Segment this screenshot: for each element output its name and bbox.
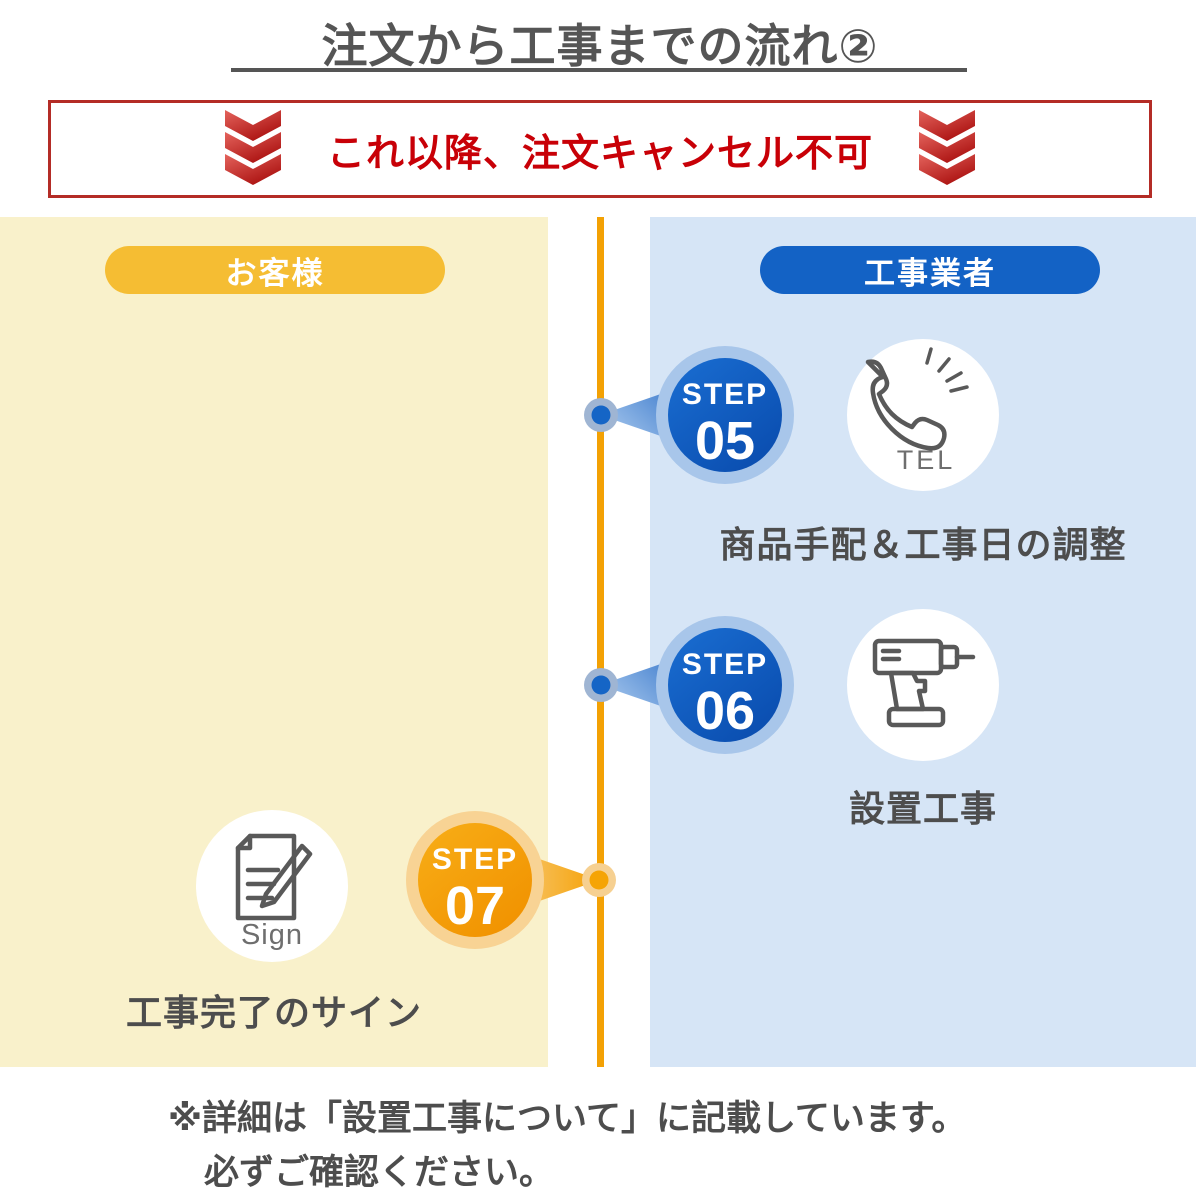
step-05-circle (668, 358, 782, 472)
step-07-word: STEP (432, 843, 518, 876)
step-05-number: 05 (695, 411, 755, 471)
step-05-caption: 商品手配＆工事日の調整 (719, 524, 1127, 565)
phone-tel-icon: TEL (847, 339, 999, 491)
footnote-line-2: 必ずご確認ください。 (204, 1153, 555, 1193)
step-05-marker: STEP 05 (584, 346, 794, 484)
page-title: 注文から工事までの流れ② (321, 20, 879, 72)
step-07-marker: STEP 07 (406, 811, 616, 949)
cancel-warning-banner: これ以降、注文キャンセル不可 (48, 100, 1152, 198)
step-07-number: 07 (445, 876, 505, 936)
tel-label: TEL (897, 445, 956, 475)
step-06-caption: 設置工事 (848, 788, 997, 829)
sign-label: Sign (241, 919, 303, 951)
step-06-marker: STEP 06 (584, 616, 794, 754)
contractor-label: 工事業者 (864, 255, 996, 291)
triple-chevron-down-icon (919, 110, 975, 185)
title-underline (231, 68, 967, 72)
footnote-line-1: ※詳細は「設置工事について」に記載しています。 (168, 1099, 967, 1138)
contractor-label-pill: 工事業者 (760, 246, 1100, 294)
step-06-number: 06 (695, 681, 755, 741)
timeline-line (597, 217, 604, 1067)
cancel-warning-text: これ以降、注文キャンセル不可 (326, 132, 873, 175)
ringing-lines (925, 347, 969, 393)
step-07-timeline-dot (589, 870, 609, 890)
drill-icon (847, 609, 999, 761)
step-07-caption: 工事完了のサイン (125, 992, 422, 1033)
step-06-circle (668, 628, 782, 742)
triple-chevron-down-icon (224, 110, 281, 185)
sign-document-icon: Sign (196, 810, 348, 962)
step-06-timeline-dot (591, 675, 611, 695)
footnote: ※詳細は「設置工事について」に記載しています。 必ずご確認ください。 (168, 1092, 966, 1200)
step-05-timeline-dot (591, 405, 611, 425)
step-07-circle (418, 823, 532, 937)
step-05-word: STEP (682, 378, 768, 411)
customer-label: お客様 (225, 255, 325, 291)
step-06-word: STEP (682, 648, 768, 681)
customer-label-pill: お客様 (105, 246, 445, 294)
